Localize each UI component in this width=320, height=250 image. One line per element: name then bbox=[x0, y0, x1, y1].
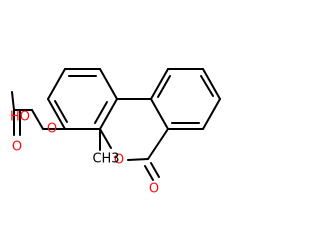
bond-left-ring-inner-3 bbox=[94, 101, 108, 124]
bond-top-ring-2 bbox=[202, 98, 221, 130]
ether-oxygen-label: O bbox=[47, 122, 57, 137]
hydroxyl-label: HO bbox=[10, 110, 30, 125]
bond-top-ring-1 bbox=[202, 68, 221, 100]
bond-lactone-3 bbox=[99, 128, 112, 149]
lactone-carbonyl-oxygen-label: O bbox=[149, 182, 159, 197]
bond-carbonyl-2 bbox=[144, 165, 154, 181]
bond-top-ring-4 bbox=[150, 98, 169, 130]
bond-ether-ch2 bbox=[31, 109, 44, 130]
bond-top-ring-inner-1 bbox=[200, 75, 214, 97]
acid-carbonyl-oxygen-label: O bbox=[12, 140, 22, 155]
bond-lactone-4 bbox=[127, 158, 149, 161]
bond-carbonyl-1 bbox=[150, 162, 160, 178]
bond-left-ring-3 bbox=[47, 68, 66, 100]
bond-carboxyl-oh bbox=[11, 91, 15, 111]
methyl-label: CH3 bbox=[92, 152, 119, 167]
bond-top-ring-5 bbox=[150, 68, 169, 100]
bond-lactone-5 bbox=[147, 128, 169, 160]
molecule-structure: HO O O O O CH3 bbox=[10, 68, 221, 197]
bond-lactone-2 bbox=[99, 98, 118, 130]
atom-labels: HO O O O O CH3 bbox=[10, 110, 159, 197]
bond-left-ring-4 bbox=[47, 98, 66, 130]
bond-top-ring-inner-3 bbox=[157, 75, 171, 98]
bond-left-ring-1 bbox=[99, 68, 118, 100]
ring-oxygen-label: O bbox=[114, 153, 124, 168]
bonds bbox=[11, 68, 221, 181]
bond-left-ring-inner-2 bbox=[54, 100, 68, 123]
